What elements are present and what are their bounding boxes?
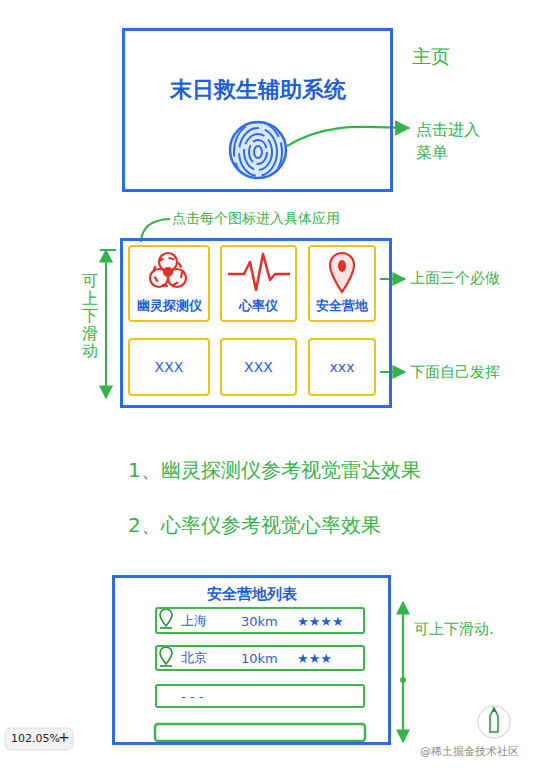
fingerprint-ridge [244,134,272,170]
fingerprint-circle [230,122,286,178]
app-tile: 幽灵探测仪 [128,245,210,322]
placeholder-tile: XXX [128,338,210,396]
camp-list-screen: 安全营地列表上海 30km ★★★★ 北京 10km ★★★ - - - [112,575,391,745]
pencil-circle [478,706,510,738]
app-name: 心率仪 [239,297,278,315]
requirement-note: 1、幽灵探测仪参考视觉雷达效果 [128,457,421,484]
zoom-badge [5,728,73,750]
row-pin [160,647,172,664]
callout-note: 点击进入 菜单 [416,118,488,164]
zoom-button: + [58,729,70,745]
camp-row: 北京 10km ★★★ [155,645,365,671]
placeholder-text: XXX [244,359,273,375]
row-field: 北京 [181,649,207,667]
empty-row [155,724,365,741]
row-field: 上海 [181,612,207,630]
scroll-arrow [105,250,107,398]
fingerprint-ridge [254,146,262,158]
leader-arrow [380,278,405,280]
requirement-note: 2、心率仪参考视觉心率效果 [128,512,381,539]
pin-dot [338,260,346,272]
app-tile: 心率仪 [220,245,297,322]
pencil-tip [492,708,496,712]
scroll-tick [100,249,116,251]
row-pin [160,609,172,626]
row-field: 30km [241,613,278,628]
scroll-arrow [402,602,404,742]
list-title: 安全营地列表 [115,585,388,604]
menu-screen: 点击每个图标进入具体应用幽灵探测仪心率仪安全营地XXXXXXxxx [120,238,392,408]
page-label: 主页 [412,44,450,70]
placeholder-tile: xxx [308,338,376,396]
scroll-dot [400,677,406,683]
camp-row: - - - [155,684,365,708]
fingerprint-icon [230,122,286,182]
leader-arrow [380,371,405,373]
app-name: 幽灵探测仪 [137,297,202,315]
camp-row: 上海 30km ★★★★ [155,607,365,634]
callout-note: 上面三个必做 [410,269,500,288]
placeholder-text: XXX [155,359,184,375]
placeholder-tile: XXX [220,338,297,396]
fingerprint-ridge [239,128,277,176]
placeholder-text: xxx [330,359,355,375]
fingerprint-ridge [249,140,267,164]
zoom-level: 102.05% [11,732,60,745]
biohazard-icon [150,253,186,287]
scroll-note: 可上下滑动. [414,620,494,639]
pin-outline [330,253,354,292]
row-field: - - - [181,689,203,704]
app-title: 末日救生辅助系统 [125,75,390,105]
pencil-button [478,706,510,738]
home-screen: 末日救生辅助系统 [122,28,393,192]
heartbeat-icon [228,254,290,290]
row-field: ★★★ [297,651,332,666]
row-pin-icon [160,609,172,666]
row-field: ★★★★ [297,613,344,628]
pencil-body [490,708,498,732]
app-name: 安全营地 [316,297,368,315]
row-pin-base [160,627,172,629]
pin-icon [330,253,354,292]
app-tile: 安全营地 [308,245,376,322]
menu-heading: 点击每个图标进入具体应用 [123,210,389,228]
fingerprint-ridge [234,122,282,182]
watermark: @稀土掘金技术社区 [420,744,519,759]
biohazard-ring [154,258,182,286]
biohazard-core [164,268,172,276]
scroll-note: 可上下滑动 [82,272,98,360]
row-field: 10km [241,651,278,666]
callout-note: 下面自己发挥 [410,363,500,382]
row-pin-base [160,665,172,667]
